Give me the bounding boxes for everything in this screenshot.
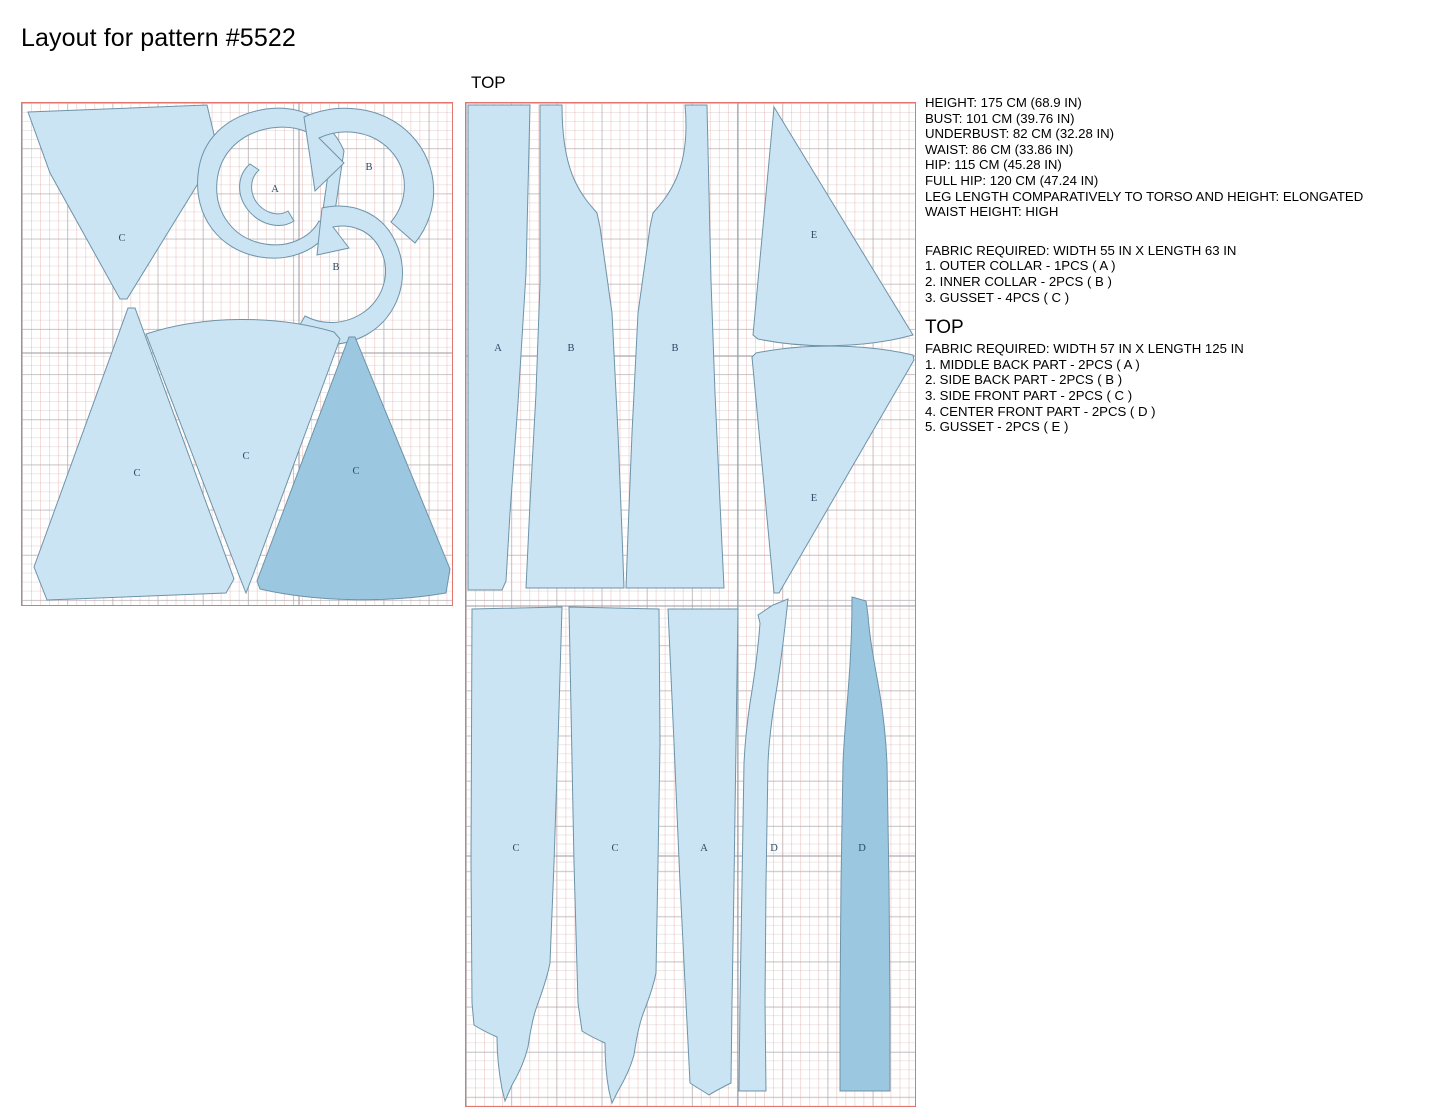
top-part-4: 4. CENTER FRONT PART - 2PCS ( D ) [925, 403, 1156, 419]
pattern-piece-b-inner-collar-lower [293, 205, 403, 345]
panel-caption-top: TOP [471, 73, 506, 92]
pattern-piece-b-inner-collar-upper [303, 107, 435, 244]
piece-label: A [700, 843, 708, 854]
piece-label: C [133, 468, 140, 479]
top-section: TOP FABRIC REQUIRED: WIDTH 57 IN X LENGT… [925, 315, 1440, 435]
collar-part-2: 2. INNER COLLAR - 2PCS ( B ) [925, 273, 1112, 289]
pattern-piece-e-gusset [751, 345, 915, 594]
top-part-2: 2. SIDE BACK PART - 2PCS ( B ) [925, 372, 1123, 388]
piece-label: E [811, 493, 817, 504]
collar-section: FABRIC REQUIRED: WIDTH 55 IN X LENGTH 63… [925, 243, 1440, 305]
piece-label: C [611, 843, 618, 854]
top-fabric-panel: .pc { fill:#cbe4f3; stroke:#6e93a8; stro… [465, 102, 916, 1107]
measurement-waist: WAIST: 86 CM (33.86 IN) [925, 141, 1074, 157]
measurement-waist-height: WAIST HEIGHT: HIGH [925, 204, 1059, 220]
pattern-piece-c-side-front [568, 606, 661, 1105]
collar-fabric-required: FABRIC REQUIRED: WIDTH 55 IN X LENGTH 63… [925, 242, 1237, 258]
pattern-piece-c-gusset [145, 319, 341, 595]
piece-label: B [567, 343, 574, 354]
collar-part-3: 3. GUSSET - 4PCS ( C ) [925, 289, 1070, 305]
piece-label: C [512, 843, 519, 854]
piece-label: C [242, 451, 249, 462]
measurement-underbust: UNDERBUST: 82 CM (32.28 IN) [925, 126, 1115, 142]
piece-label: B [671, 343, 678, 354]
piece-label: E [811, 230, 817, 241]
page-title: Layout for pattern #5522 [21, 24, 296, 52]
pattern-piece-d-center-front [738, 598, 789, 1092]
collar-part-1: 1. OUTER COLLAR - 1PCS ( A ) [925, 258, 1116, 274]
piece-label: B [365, 162, 372, 173]
piece-label: D [858, 843, 866, 854]
pattern-piece-e-gusset [752, 105, 914, 347]
top-section-heading: TOP [925, 317, 964, 339]
piece-label: A [494, 343, 502, 354]
pattern-piece-b-side-back [525, 104, 625, 589]
top-part-5: 5. GUSSET - 2PCS ( E ) [925, 419, 1069, 435]
pattern-piece-d-center-front-overlap [839, 596, 891, 1092]
pattern-piece-c-gusset [27, 104, 219, 300]
pattern-piece-a-outer-collar-inner [239, 163, 295, 226]
piece-label: A [271, 184, 279, 195]
measurement-hip: HIP: 115 CM (45.28 IN) [925, 157, 1062, 173]
spacer [925, 220, 1440, 243]
pattern-piece-b-side-back [625, 104, 725, 589]
measurement-bust: BUST: 101 CM (39.76 IN) [925, 110, 1075, 126]
pattern-piece-c-side-front [470, 606, 563, 1103]
pattern-piece-c-gusset-overlap [256, 336, 451, 601]
measurement-height: HEIGHT: 175 CM (68.9 IN) [925, 95, 1082, 110]
pattern-piece-c-gusset [33, 307, 235, 601]
measurement-full-hip: FULL HIP: 120 CM (47.24 IN) [925, 172, 1099, 188]
top-part-3: 3. SIDE FRONT PART - 2PCS ( C ) [925, 387, 1133, 403]
pattern-piece-a-middle-back [467, 104, 531, 591]
piece-label: B [332, 262, 339, 273]
measurement-leg-length: LEG LENGTH COMPARATIVELY TO TORSO AND HE… [925, 188, 1364, 204]
collar-fabric-panel: .pc { fill:#cbe4f3; stroke:#6e93a8; stro… [21, 102, 453, 606]
specification-panel: HEIGHT: 175 CM (68.9 IN) BUST: 101 CM (3… [925, 95, 1440, 435]
top-fabric-required: FABRIC REQUIRED: WIDTH 57 IN X LENGTH 12… [925, 341, 1244, 357]
measurements-list: HEIGHT: 175 CM (68.9 IN) BUST: 101 CM (3… [925, 95, 1440, 220]
top-part-1: 1. MIDDLE BACK PART - 2PCS ( A ) [925, 356, 1140, 372]
pattern-piece-a-middle-back [667, 608, 739, 1096]
piece-label: C [352, 466, 359, 477]
piece-label: C [118, 233, 125, 244]
piece-label: D [770, 843, 778, 854]
